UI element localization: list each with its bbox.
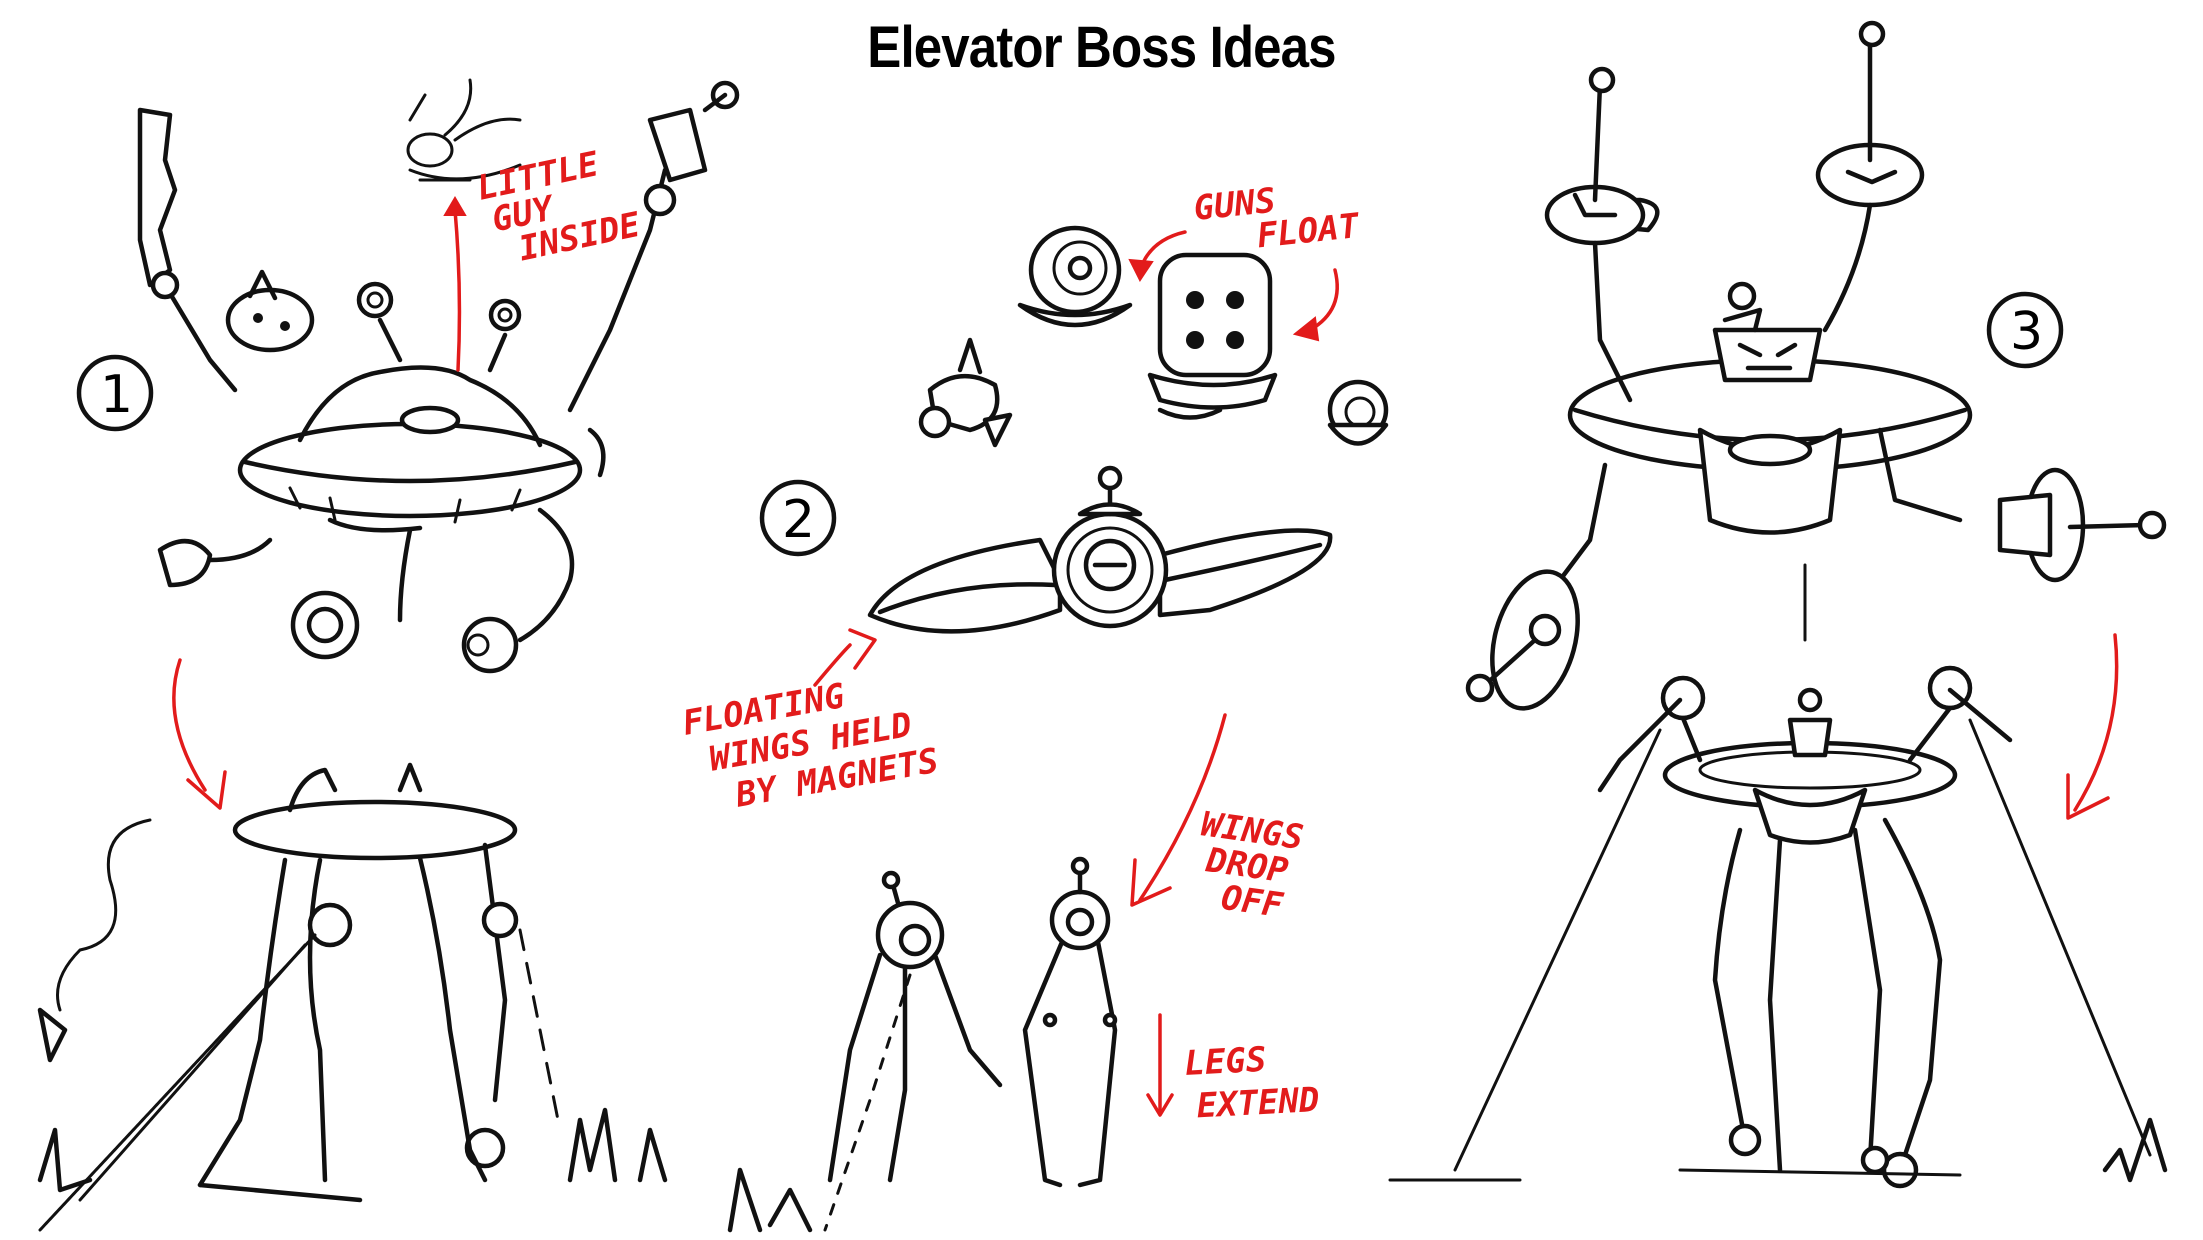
concept-1-transition-arrow xyxy=(172,658,207,792)
concept-1-number-circle xyxy=(76,354,154,432)
note-guns-float: GUNS FLOAT xyxy=(1192,172,1363,263)
floating-guns-sketch xyxy=(918,225,1389,448)
concept-3-walker-sketch xyxy=(1388,665,2168,1189)
concept-3-transition-arrow xyxy=(2073,633,2119,812)
concept-3-number-circle xyxy=(1986,291,2064,369)
concept-1-walker-sketch xyxy=(37,762,668,1232)
note-little-guy-inside: LITTLE GUY INSIDE xyxy=(474,138,644,275)
little-guy-arrow xyxy=(453,208,462,372)
little-guy-sketch xyxy=(406,78,522,182)
sheet-title: Elevator Boss Ideas xyxy=(867,15,1336,80)
note-wings-drop-off: WINGS DROP OFF xyxy=(1189,804,1326,930)
wings-drop-arrow xyxy=(1138,713,1227,902)
concept-1: 1 xyxy=(37,78,740,1232)
note-legs-extend: LEGS EXTEND xyxy=(1183,1037,1320,1127)
concept-3-number: 3 xyxy=(2010,302,2043,362)
winged-body-sketch xyxy=(867,465,1333,634)
concept-1-saucer-sketch xyxy=(137,80,740,674)
tripod-walkers-sketch xyxy=(727,856,1118,1233)
note-floating-wings: FLOATING WINGS HELD BY MAGNETS xyxy=(680,662,942,823)
concept-3: 3 xyxy=(1388,20,2168,1189)
wings-magnets-arrow xyxy=(813,643,852,687)
concept-1-number: 1 xyxy=(100,365,133,425)
concept-2: 2 GUNS xyxy=(680,172,1389,1233)
concept-2-number: 2 xyxy=(782,490,815,550)
concept-2-number-circle xyxy=(759,479,837,557)
concept-3-saucer-sketch xyxy=(1465,20,2167,711)
